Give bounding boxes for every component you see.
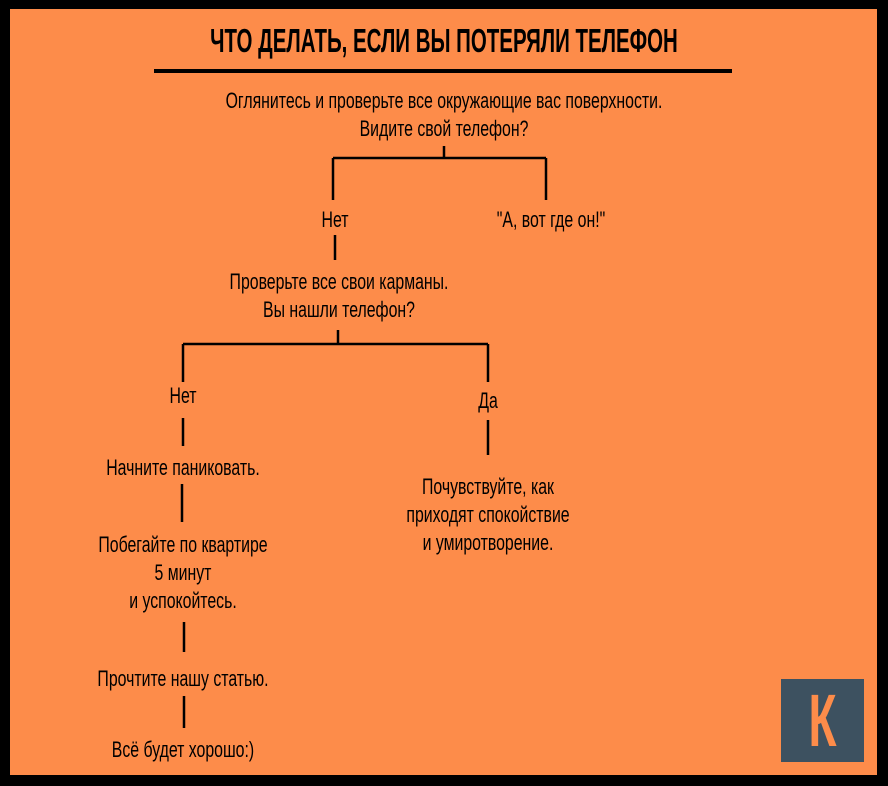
answer-yes-1: "А, вот где он!" (496, 207, 606, 232)
run-line-3: и успокойтесь. (129, 588, 237, 613)
k-logo: К (781, 679, 864, 762)
question-2-line-1: Проверьте все свои карманы. (229, 269, 449, 294)
end-step: Всё будет хорошо:) (111, 737, 255, 762)
k-logo-letter: К (808, 679, 837, 762)
question-1-line-1: Оглянитесь и проверьте все окружающие ва… (225, 88, 663, 113)
calm-line-1: Почувствуйте, как (422, 474, 554, 499)
run-line-1: Побегайте по квартире (98, 532, 268, 557)
answer-no-2: Нет (169, 383, 197, 408)
poster-title: ЧТО ДЕЛАТЬ, ЕСЛИ ВЫ ПОТЕРЯЛИ ТЕЛЕФОН (210, 22, 678, 59)
poster-background (10, 9, 877, 775)
calm-line-3: и умиротворение. (422, 530, 554, 555)
question-1-line-2: Видите свой телефон? (359, 116, 529, 141)
calm-line-2: приходят спокойствие (406, 502, 570, 527)
answer-yes-2: Да (478, 388, 498, 413)
answer-no-1: Нет (321, 207, 349, 232)
question-2-line-2: Вы нашли телефон? (263, 297, 415, 322)
title-underline (154, 69, 732, 73)
panic-step: Начните паниковать. (106, 455, 260, 480)
run-line-2: 5 минут (154, 560, 212, 585)
read-step: Прочтите нашу статью. (97, 666, 269, 691)
